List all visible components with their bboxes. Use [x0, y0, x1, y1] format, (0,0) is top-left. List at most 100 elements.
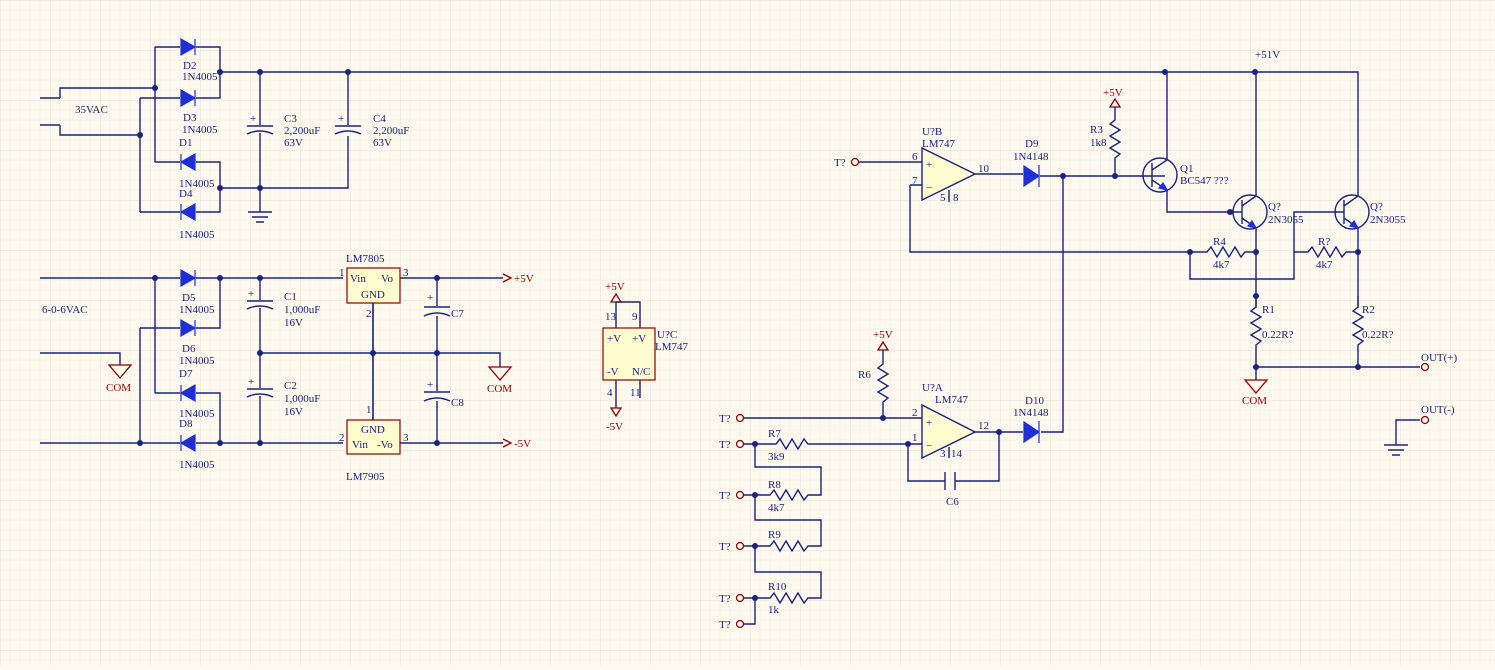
- lm7805-name: LM7805: [346, 253, 385, 265]
- r7-value: 3k9: [768, 451, 785, 463]
- r3-plus5-label: +5V: [1103, 87, 1123, 99]
- com-right-label: COM: [487, 383, 512, 395]
- uc-pin9: 9: [632, 311, 638, 323]
- lm7905-gnd: GND: [361, 424, 385, 436]
- ub-minus: −: [926, 182, 932, 194]
- c3-ref: C3: [284, 113, 297, 125]
- lm7905-pin3: 3: [403, 432, 409, 444]
- d2-value: 1N4005: [182, 71, 218, 83]
- lm7905-name: LM7905: [346, 471, 385, 483]
- ub-value: LM747: [922, 138, 956, 150]
- d7-ref: D7: [179, 368, 193, 380]
- c4-plus: +: [338, 113, 344, 125]
- ua-pin14: 14: [951, 448, 963, 460]
- d9-value: 1N4148: [1013, 151, 1049, 163]
- d5-ref: D5: [182, 292, 196, 304]
- port-t-a1-label: T?: [719, 439, 731, 451]
- r10-ref: R10: [768, 581, 787, 593]
- c1-volt: 16V: [284, 317, 303, 329]
- ac606-label: 6-0-6VAC: [42, 304, 88, 316]
- r2-value: 0.22R?: [1362, 329, 1394, 341]
- ac35-label: 35VAC: [75, 104, 108, 116]
- ub-pin7: 7: [912, 175, 918, 187]
- c8-ref: C8: [451, 397, 464, 409]
- q3-value: 2N3055: [1370, 214, 1406, 226]
- d5-value: 1N4005: [179, 304, 215, 316]
- c1-plus: +: [248, 288, 254, 300]
- c7-ref: C7: [451, 308, 464, 320]
- uc-pin4: 4: [607, 387, 613, 399]
- c1-ref: C1: [284, 291, 297, 303]
- r9-ref: R9: [768, 529, 781, 541]
- rail-51v-label: +51V: [1255, 49, 1280, 61]
- c2-plus: +: [248, 376, 254, 388]
- c3-volt: 63V: [284, 137, 303, 149]
- q1-ref: Q1: [1180, 163, 1193, 175]
- d4-value: 1N4005: [179, 229, 215, 241]
- ua-ref: U?A: [922, 382, 943, 394]
- plus5v-port-label: +5V: [514, 273, 534, 285]
- d9-ref: D9: [1025, 138, 1039, 150]
- c8-plus: +: [427, 379, 433, 391]
- c3-plus: +: [250, 113, 256, 125]
- ua-pin1: 1: [912, 432, 918, 444]
- uc-ref: U?C: [657, 329, 677, 341]
- rq-value: 4k7: [1316, 259, 1333, 271]
- lm7805-pin3: 3: [403, 267, 409, 279]
- lm7905-pin2: 2: [339, 432, 345, 444]
- c1-value: 1,000uF: [284, 304, 320, 316]
- lm7805-pin1: 1: [339, 267, 345, 279]
- uc-plus5-label: +5V: [605, 281, 625, 293]
- ua-pin2: 2: [912, 407, 918, 419]
- lm7805-pin2: 2: [366, 308, 372, 320]
- r1-value: 0.22R?: [1262, 329, 1294, 341]
- r3-value: 1k8: [1090, 137, 1107, 149]
- c4-volt: 63V: [373, 137, 392, 149]
- port-t-last-label: T?: [719, 619, 731, 631]
- q2-value: 2N3055: [1268, 214, 1304, 226]
- port-t-b6-label: T?: [834, 157, 846, 169]
- lm7805-gnd: GND: [361, 289, 385, 301]
- c7-plus: +: [427, 292, 433, 304]
- ub-ref: U?B: [922, 126, 942, 138]
- r6-plus5-label: +5V: [873, 329, 893, 341]
- port-t-r8-label: T?: [719, 490, 731, 502]
- c3-value: 2,200uF: [284, 125, 320, 137]
- uc-nv: -V: [607, 366, 619, 378]
- ua-value: LM747: [935, 394, 969, 406]
- d6-ref: D6: [182, 343, 196, 355]
- r2-ref: R2: [1362, 304, 1375, 316]
- ub-pin10: 10: [978, 163, 990, 175]
- c4-ref: C4: [373, 113, 386, 125]
- d10-value: 1N4148: [1013, 407, 1049, 419]
- com-out-label: COM: [1242, 395, 1267, 407]
- r10-value: 1k: [768, 604, 780, 616]
- d3-value: 1N4005: [182, 124, 218, 136]
- lm7805-vo: Vo: [381, 273, 394, 285]
- out-neg-label: OUT(-): [1421, 404, 1455, 416]
- d6-value: 1N4005: [179, 355, 215, 367]
- ua-pin3: 3: [940, 448, 946, 460]
- com-left-label: COM: [106, 382, 131, 394]
- r8-value: 4k7: [768, 502, 785, 514]
- uc-pin11: 11: [630, 387, 641, 399]
- rq-ref: R?: [1318, 236, 1330, 248]
- uc-pv1: +V: [607, 333, 621, 345]
- d10-ref: D10: [1025, 395, 1044, 407]
- minus5v-port-label: -5V: [514, 438, 531, 450]
- out-pos-label: OUT(+): [1421, 352, 1457, 364]
- r4-ref: R4: [1213, 236, 1226, 248]
- port-t-r9-label: T?: [719, 541, 731, 553]
- c2-volt: 16V: [284, 406, 303, 418]
- q2-ref: Q?: [1268, 201, 1281, 213]
- ub-pin6: 6: [912, 151, 918, 163]
- r7-ref: R7: [768, 428, 781, 440]
- uc-pv2: +V: [632, 333, 646, 345]
- q1-value: BC547 ???: [1180, 175, 1229, 187]
- lm7905-vo: -Vo: [377, 439, 393, 451]
- d1-ref: D1: [179, 137, 192, 149]
- d8-ref: D8: [179, 418, 193, 430]
- r3-ref: R3: [1090, 124, 1103, 136]
